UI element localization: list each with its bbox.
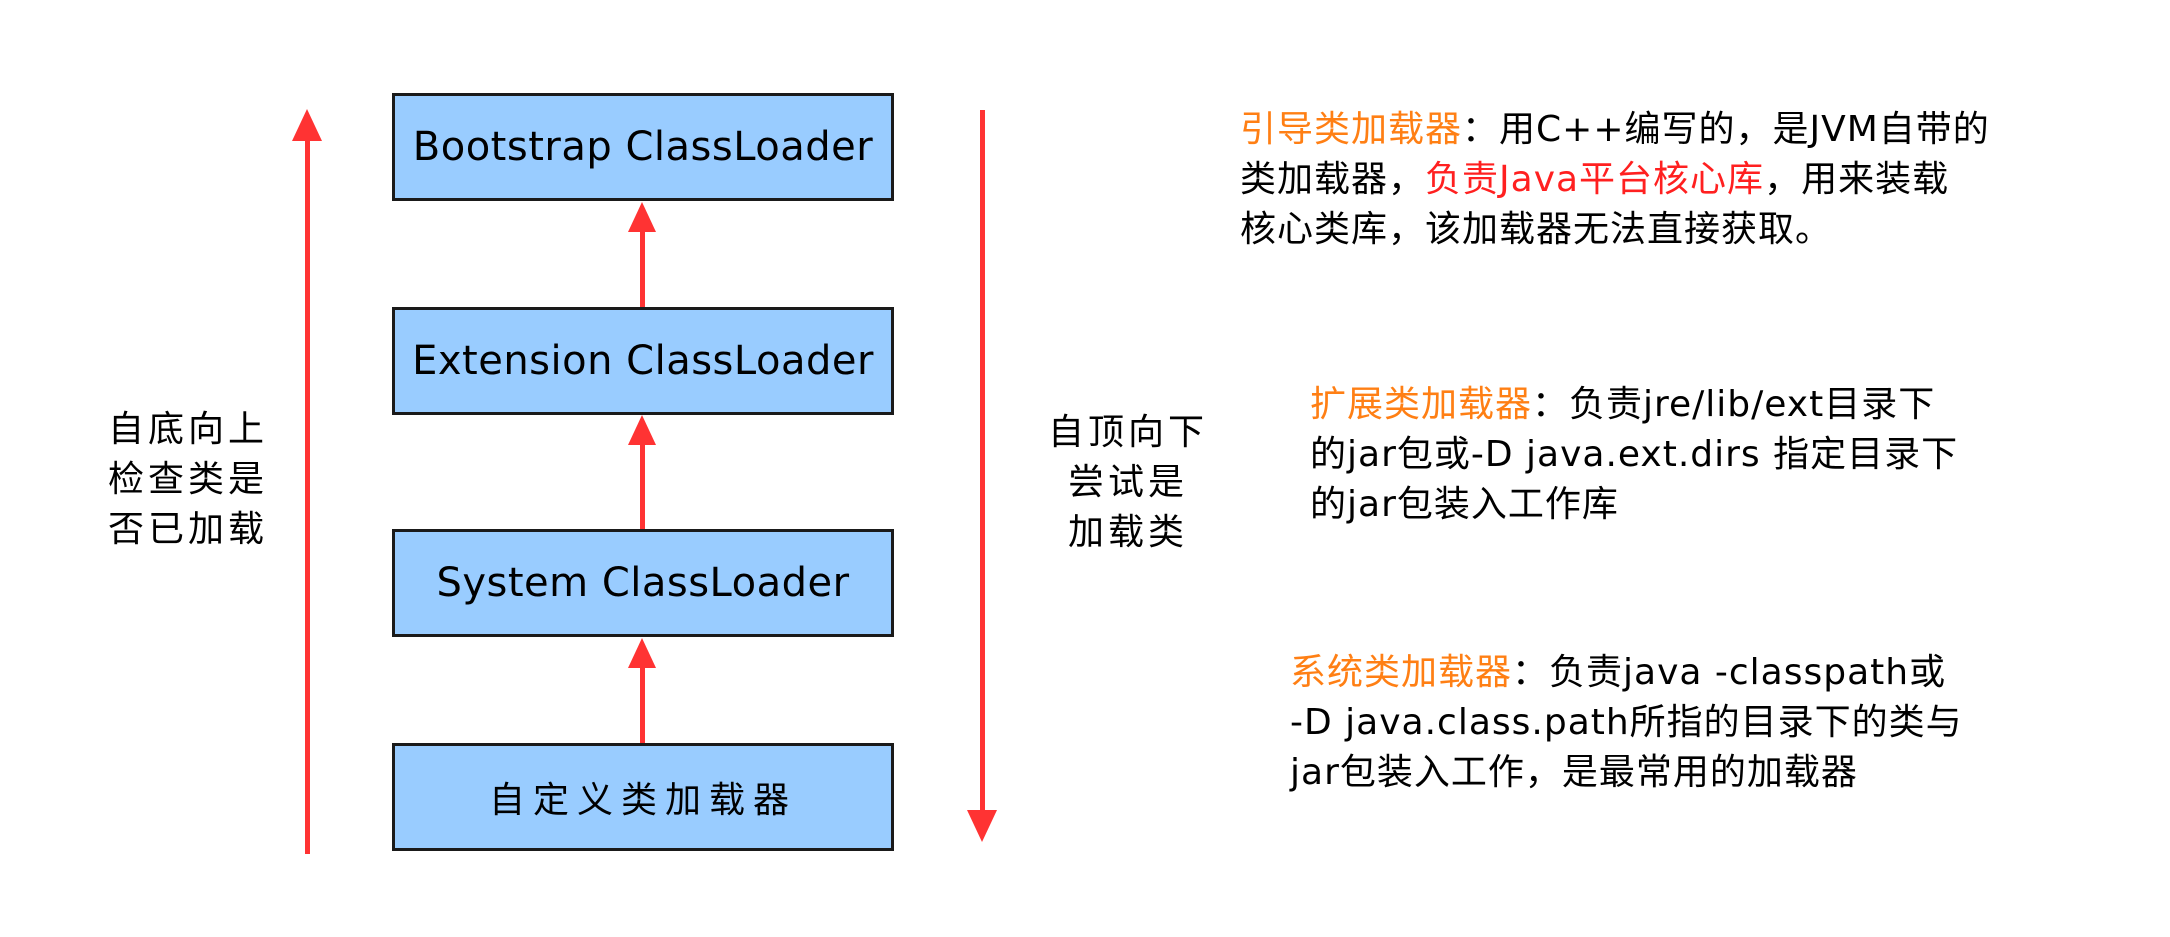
system-title: 系统类加载器 — [1290, 652, 1513, 693]
top-down-arrow — [967, 110, 997, 842]
custom-classloader-box: 自定义类加载器 — [392, 743, 894, 851]
bottom-up-arrow — [292, 109, 322, 854]
bootstrap-title: 引导类加载器 — [1240, 109, 1463, 150]
arrow-custom-to-system — [628, 638, 656, 743]
arrow-extension-to-bootstrap — [628, 202, 656, 307]
bootstrap-description: 引导类加载器：用C++编写的，是JVM自带的 类加载器，负责Java平台核心库，… — [1240, 105, 1990, 255]
bootstrap-text: 类加载器， — [1240, 159, 1426, 200]
system-classloader-label: System ClassLoader — [436, 560, 850, 606]
bootstrap-classloader-label: Bootstrap ClassLoader — [412, 124, 874, 170]
top-down-note-line: 加载类 — [1068, 512, 1189, 553]
bootstrap-description-line-1: 引导类加载器：用C++编写的，是JVM自带的 — [1240, 105, 1990, 155]
bootstrap-description-line-2: 类加载器，负责Java平台核心库，用来装载 — [1240, 155, 1990, 205]
top-down-note-line: 尝试是 — [1068, 462, 1189, 503]
bottom-up-note-line: 否已加载 — [108, 509, 269, 550]
system-classloader-box: System ClassLoader — [392, 529, 894, 637]
custom-classloader-label: 自定义类加载器 — [488, 780, 797, 821]
bottom-up-note-line: 自底向上 — [108, 409, 269, 450]
arrow-system-to-extension — [628, 415, 656, 529]
extension-classloader-box: Extension ClassLoader — [392, 307, 894, 415]
bootstrap-text: ，用来装载 — [1764, 159, 1950, 200]
bottom-up-note-line: 检查类是 — [108, 459, 269, 500]
bottom-up-note: 自底向上 检查类是 否已加载 — [108, 405, 268, 555]
system-description-line-1: 系统类加载器：负责java -classpath或 — [1290, 648, 1963, 698]
system-text: ：负责java -classpath或 — [1512, 652, 1947, 693]
system-description-line-2: -D java.class.path所指的目录下的类与 — [1290, 702, 1963, 743]
extension-description-line-1: 扩展类加载器：负责jre/lib/ext目录下 — [1310, 380, 1958, 430]
top-down-note-line: 自顶向下 — [1048, 412, 1209, 453]
bootstrap-description-line-3: 核心类库，该加载器无法直接获取。 — [1240, 209, 1833, 250]
system-description-line-3: jar包装入工作，是最常用的加载器 — [1290, 752, 1858, 793]
system-description: 系统类加载器：负责java -classpath或 -D java.class.… — [1290, 648, 1963, 798]
extension-description-line-3: 的jar包装入工作库 — [1310, 484, 1619, 525]
bootstrap-text: ：用C++编写的，是JVM自带的 — [1462, 109, 1990, 150]
extension-title: 扩展类加载器 — [1310, 384, 1533, 425]
extension-description-line-2: 的jar包或-D java.ext.dirs 指定目录下 — [1310, 434, 1959, 475]
extension-classloader-label: Extension ClassLoader — [412, 338, 874, 384]
bootstrap-classloader-box: Bootstrap ClassLoader — [392, 93, 894, 201]
top-down-note: 自顶向下 尝试是 加载类 — [1048, 408, 1208, 558]
bootstrap-emphasis: 负责Java平台核心库 — [1425, 159, 1765, 200]
extension-description: 扩展类加载器：负责jre/lib/ext目录下 的jar包或-D java.ex… — [1310, 380, 1958, 530]
extension-text: ：负责jre/lib/ext目录下 — [1532, 384, 1936, 425]
